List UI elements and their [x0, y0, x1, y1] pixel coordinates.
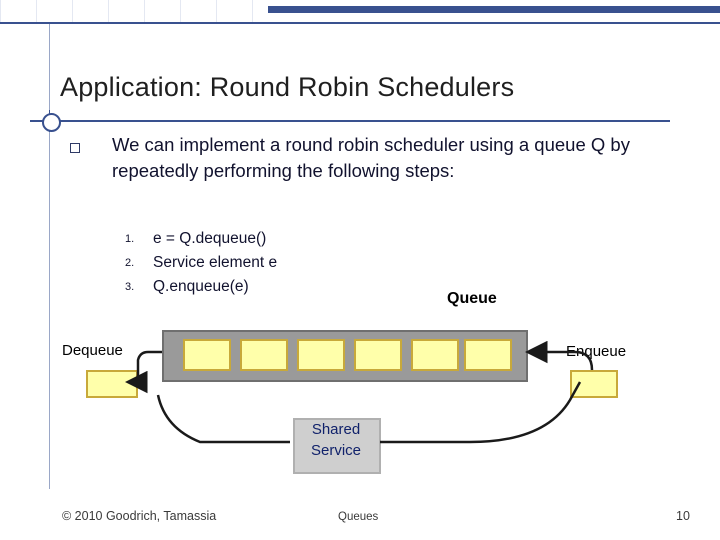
band-accent-bar: [268, 6, 720, 13]
list-item-number: 2.: [125, 257, 135, 269]
queue-cell: [297, 339, 345, 371]
dequeued-element: [86, 370, 138, 398]
left-vertical-rule: [49, 24, 50, 489]
title-underline-rule: [30, 120, 670, 122]
shared-service-box: [293, 418, 381, 474]
footer-page-number: 10: [676, 509, 690, 523]
queue-cell: [240, 339, 288, 371]
footer-center-label: Queues: [338, 511, 379, 523]
band-grid-left: [0, 0, 268, 22]
steps-list: 1. e = Q.dequeue() 2. Service element e …: [125, 228, 455, 300]
shared-service-line1: Shared: [311, 421, 361, 438]
enqueue-label: Enqueue: [566, 343, 627, 360]
service-path-right: [380, 381, 582, 444]
band-rule: [0, 22, 720, 24]
list-item-label: Service element e: [153, 254, 278, 271]
enqueue-element: [570, 370, 618, 398]
circle-marker-icon: [42, 113, 61, 132]
queue-label: Queue: [447, 290, 497, 307]
shared-service-line2: Service: [310, 442, 362, 459]
queue-cell: [183, 339, 231, 371]
shared-service-label: Shared Service: [298, 419, 374, 461]
list-item-label: Q.enqueue(e): [153, 278, 249, 295]
list-item: 3. Q.enqueue(e): [125, 276, 455, 300]
bullet-square-icon: [70, 143, 80, 153]
list-item-number: 3.: [125, 281, 135, 293]
queue-cell: [411, 339, 459, 371]
dequeue-label: Dequeue: [62, 342, 123, 359]
page-title: Application: Round Robin Schedulers: [60, 72, 515, 102]
queue-cell: [464, 339, 512, 371]
footer-copyright: © 2010 Goodrich, Tamassia: [62, 509, 217, 523]
bullet-paragraph: We can implement a round robin scheduler…: [112, 134, 630, 181]
list-item-label: e = Q.dequeue(): [153, 230, 267, 247]
queue-cell: [354, 339, 402, 371]
list-item: 2. Service element e: [125, 252, 455, 276]
list-item-number: 1.: [125, 233, 135, 245]
slide-top-band: [0, 0, 720, 24]
list-item: 1. e = Q.dequeue(): [125, 228, 455, 252]
service-path-left: [156, 394, 290, 444]
